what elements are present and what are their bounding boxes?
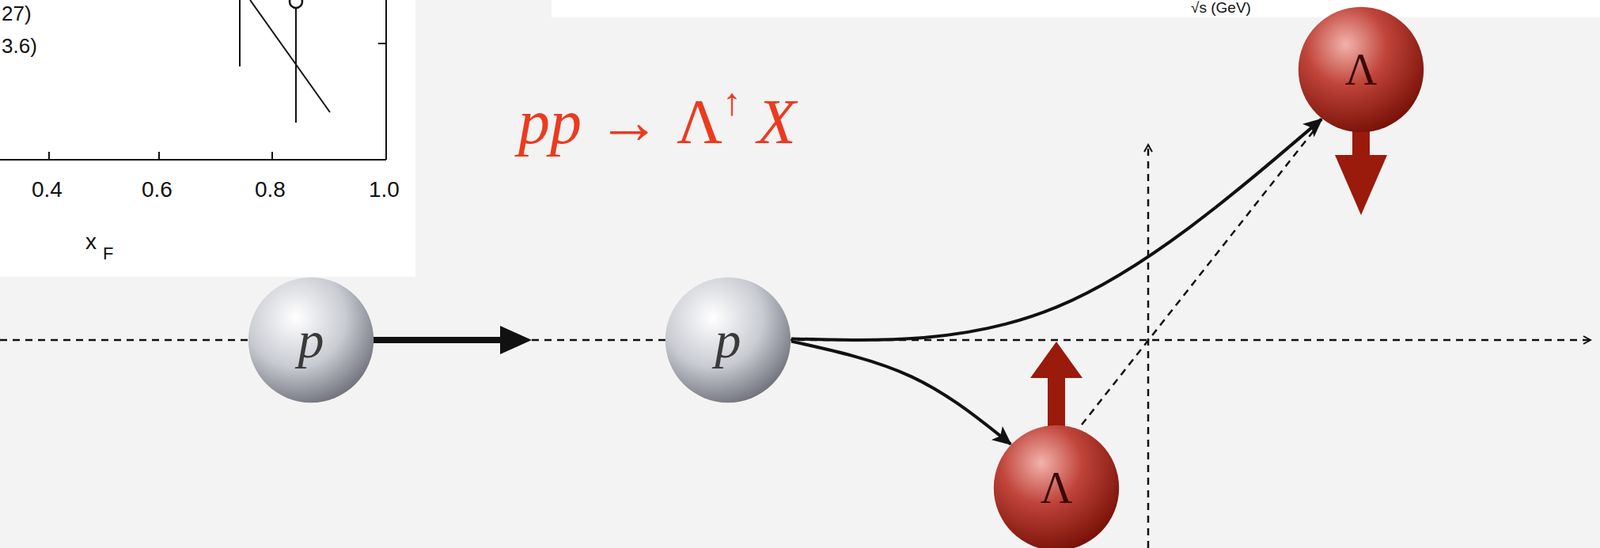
particle-symbol: Λ [1345,47,1378,92]
error-bar [238,0,241,67]
plot-frame [385,0,387,160]
plot-label: 3.6) [1,35,38,57]
particle-sphere: Λ [993,424,1120,548]
particle-symbol: p [715,314,742,367]
plot-label: 0.8 [254,178,286,201]
plot-axis [0,159,387,161]
reaction-formula: pp → Λ↑ X [518,83,797,154]
plot-label: 0.6 [141,178,173,201]
plot-label: x [85,231,97,254]
plot-label: √s (GeV) [1190,0,1252,16]
trajectory-arrow [791,119,1322,341]
plot-label: 1.0 [368,178,400,201]
plot-label: F [102,245,114,263]
plot-ticks [49,43,387,160]
particle-sphere: p [664,276,792,404]
data-point [289,0,303,8]
vertical-axis [1147,144,1150,548]
error-bar [295,0,297,123]
spin-arrow [1030,341,1083,379]
fit-line [250,0,330,113]
motion-arrowhead [500,326,532,355]
particle-symbol: p [298,314,325,367]
motion-arrow [372,337,507,344]
spin-arrow [1047,373,1066,429]
plot-label: 27) [1,3,32,24]
plot-panel [551,0,1600,18]
plot-label: 0.4 [31,178,63,201]
spin-arrow [1334,155,1388,216]
particle-sphere: Λ [1297,6,1425,133]
trajectory-arrow [791,341,1011,445]
particle-sphere: p [247,276,375,404]
particle-symbol: Λ [1040,466,1073,511]
plot-panel [0,0,416,277]
